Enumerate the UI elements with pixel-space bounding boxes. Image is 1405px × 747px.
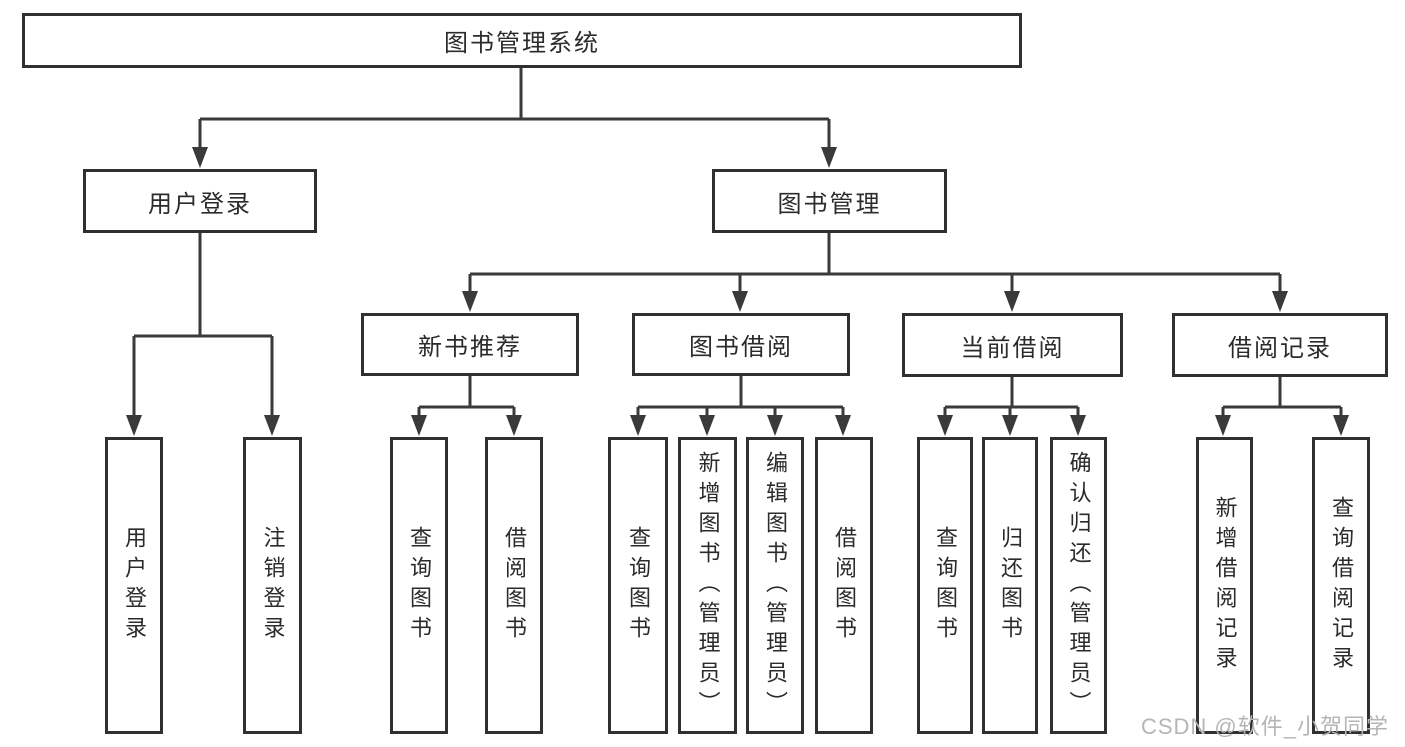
node-borrowing-records: 借阅记录 (1172, 313, 1388, 377)
leaf-query-books-recommend: 查询图书 (390, 437, 448, 734)
node-label: 新增借阅记录 (1212, 495, 1238, 676)
node-label: 查询图书 (407, 525, 432, 646)
node-label: 用户登录 (122, 525, 147, 646)
node-label: 借阅记录 (1228, 334, 1332, 362)
node-label: 归还图书 (998, 525, 1023, 646)
leaf-edit-books-admin: 编辑图书（管理员） (746, 437, 804, 734)
node-book-borrowing: 图书借阅 (632, 313, 850, 376)
node-label: 图书管理系统 (444, 30, 600, 57)
node-label: 借阅图书 (832, 525, 857, 646)
node-user-login: 用户登录 (83, 169, 317, 233)
leaf-user-login: 用户登录 (105, 437, 163, 734)
node-label: 借阅图书 (502, 525, 527, 646)
node-root-system: 图书管理系统 (22, 13, 1022, 68)
watermark: CSDN @软件_小贺同学 (1140, 714, 1389, 739)
leaf-add-borrow-record: 新增借阅记录 (1196, 437, 1253, 734)
node-label: 确认归还（管理员） (1066, 450, 1092, 721)
node-label: 注销登录 (260, 525, 286, 646)
node-new-book-recommend: 新书推荐 (361, 313, 579, 376)
node-book-management: 图书管理 (712, 169, 947, 233)
node-current-borrowing: 当前借阅 (902, 313, 1123, 377)
node-label: 图书管理 (777, 190, 882, 218)
node-label: 当前借阅 (960, 334, 1065, 362)
node-label: 用户登录 (148, 190, 252, 218)
node-label: 图书借阅 (689, 334, 793, 361)
leaf-add-books-admin: 新增图书（管理员） (678, 437, 737, 734)
node-label: 查询图书 (933, 525, 958, 646)
node-label: 新增图书（管理员） (695, 450, 721, 721)
leaf-confirm-return-admin: 确认归还（管理员） (1050, 437, 1107, 734)
leaf-query-borrow-record: 查询借阅记录 (1312, 437, 1370, 734)
leaf-return-books: 归还图书 (982, 437, 1038, 734)
leaf-logout: 注销登录 (243, 437, 302, 734)
node-label: 查询借阅记录 (1329, 495, 1354, 676)
leaf-borrow-books: 借阅图书 (815, 437, 873, 734)
node-label: 新书推荐 (418, 334, 522, 361)
leaf-borrow-books-recommend: 借阅图书 (485, 437, 543, 734)
node-label: 查询图书 (626, 525, 651, 646)
leaf-query-books-borrowing: 查询图书 (608, 437, 668, 734)
node-label: 编辑图书（管理员） (763, 450, 788, 721)
leaf-query-books-current: 查询图书 (917, 437, 973, 734)
